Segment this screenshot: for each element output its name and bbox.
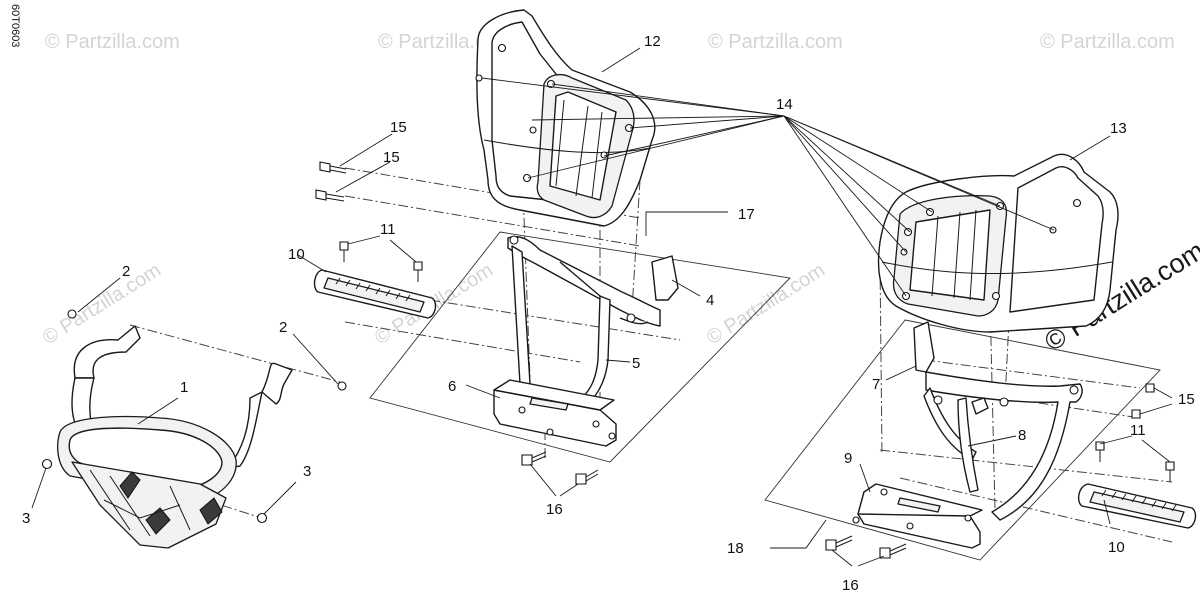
right-support-frame bbox=[913, 321, 1083, 521]
callout-15: 15 bbox=[390, 119, 407, 136]
callout-15: 15 bbox=[1178, 391, 1195, 408]
leader-lines bbox=[31, 47, 1173, 567]
callout-2: 2 bbox=[279, 319, 287, 336]
callout-15: 15 bbox=[383, 149, 400, 166]
right-footpeg bbox=[1077, 483, 1197, 529]
front-bumper-bracket bbox=[57, 325, 293, 549]
hardware bbox=[41, 74, 1175, 559]
callout-10: 10 bbox=[288, 246, 305, 263]
callout-8: 8 bbox=[1018, 427, 1026, 444]
right-footwell-guard bbox=[877, 153, 1119, 333]
callout-11: 11 bbox=[1130, 422, 1146, 439]
callout-13: 13 bbox=[1110, 120, 1127, 137]
callout-18: 18 bbox=[727, 540, 744, 557]
callout-3: 3 bbox=[303, 463, 311, 480]
callout-16: 16 bbox=[546, 501, 563, 518]
watermark: © Partzilla.com bbox=[45, 31, 180, 53]
callout-16: 16 bbox=[842, 577, 859, 594]
callout-11: 11 bbox=[380, 221, 396, 238]
callout-3: 3 bbox=[22, 510, 30, 527]
callout-6: 6 bbox=[448, 378, 456, 395]
callout-12: 12 bbox=[644, 33, 661, 50]
callout-9: 9 bbox=[844, 450, 852, 467]
callout-1: 1 bbox=[180, 379, 188, 396]
callout-7: 7 bbox=[872, 376, 880, 393]
callout-labels: 1 2 2 3 3 4 5 6 7 8 9 10 10 11 11 12 13 … bbox=[22, 33, 1195, 594]
left-assembly-plane bbox=[369, 231, 791, 463]
watermark: © Partzilla.com bbox=[703, 259, 829, 349]
watermark: © Partzilla.com bbox=[1040, 31, 1175, 53]
right-mounting-bracket bbox=[852, 483, 983, 549]
left-footpeg bbox=[313, 269, 437, 319]
callout-14: 14 bbox=[776, 96, 793, 113]
document-code: 60T0603 bbox=[9, 4, 21, 47]
callout-10: 10 bbox=[1108, 539, 1125, 556]
left-footwell-guard bbox=[476, 9, 656, 227]
left-support-frame bbox=[507, 235, 679, 405]
callout-5: 5 bbox=[632, 355, 640, 372]
callout-2: 2 bbox=[122, 263, 130, 280]
right-assembly-plane bbox=[764, 319, 1161, 561]
watermark: © Partzilla.com bbox=[708, 31, 843, 53]
callout-17: 17 bbox=[738, 206, 755, 223]
watermark: © Partzilla.com bbox=[39, 259, 165, 349]
callout-4: 4 bbox=[706, 292, 714, 309]
left-mounting-bracket bbox=[493, 379, 617, 447]
